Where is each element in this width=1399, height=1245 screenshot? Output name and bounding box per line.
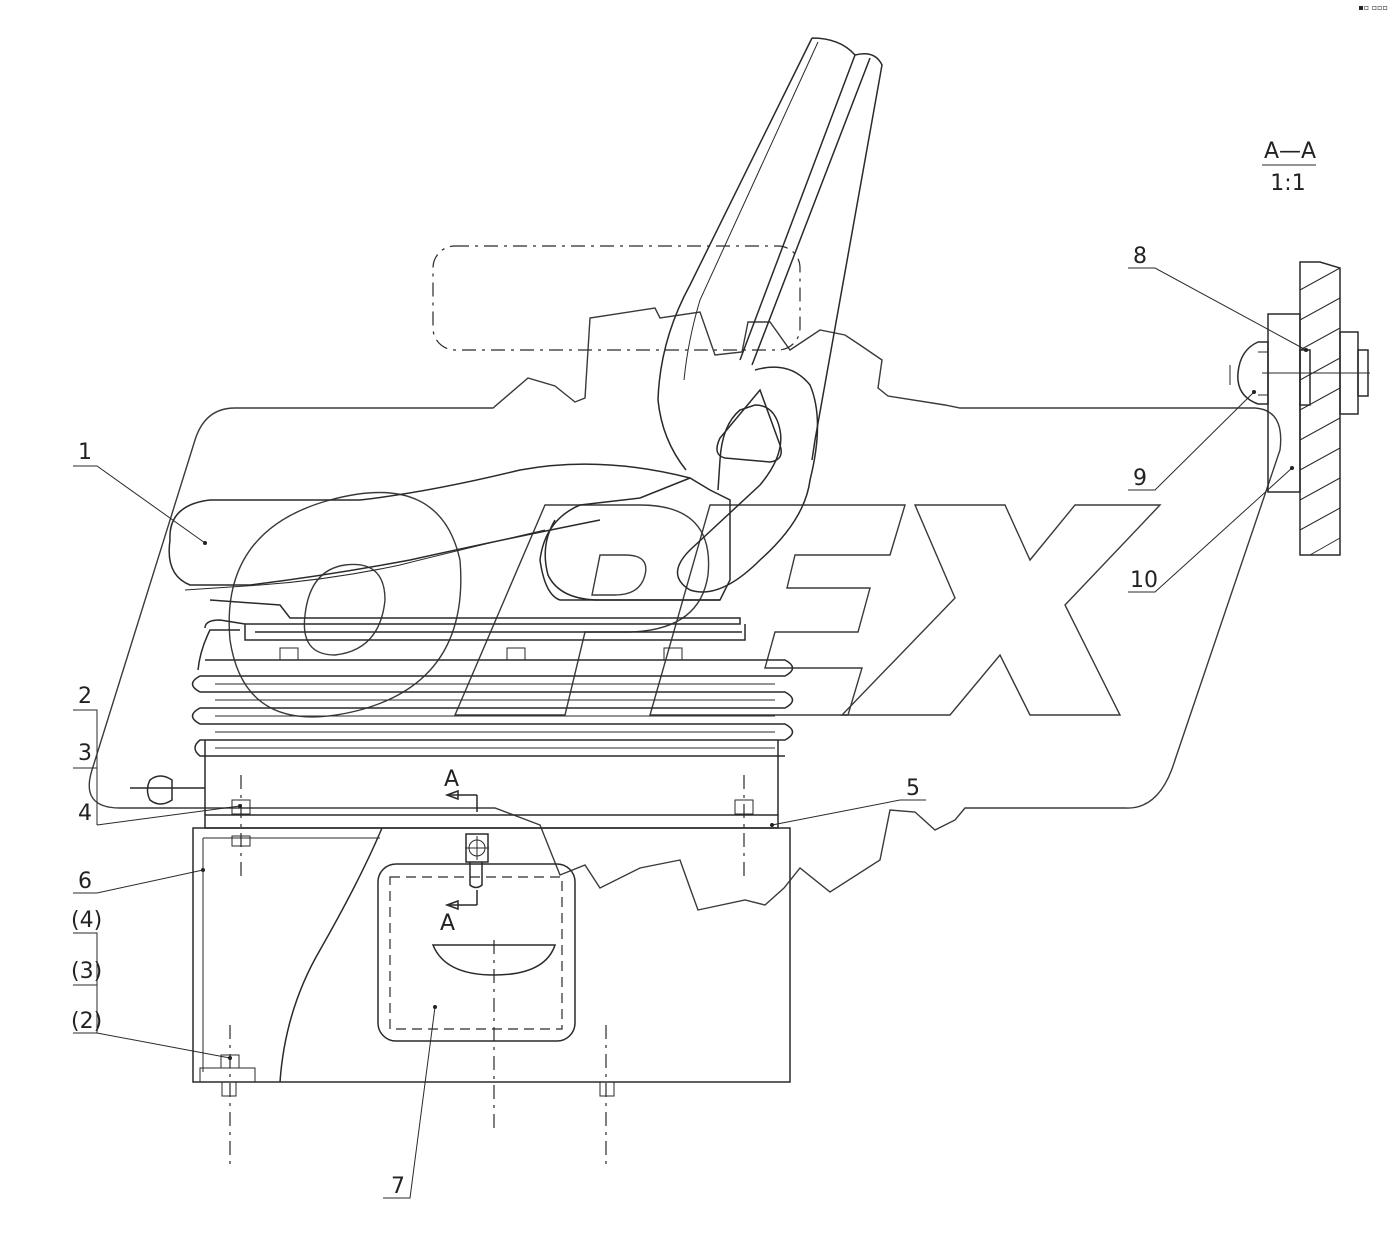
section-letter-top: A xyxy=(444,767,459,792)
section-marker-top: A xyxy=(444,767,478,812)
storage-door xyxy=(377,863,576,1042)
callout-bracket-3: (3) xyxy=(71,959,102,984)
callout-bracket-4: (4) xyxy=(71,908,102,933)
section-view-title: A—A xyxy=(1264,139,1316,164)
callout-3: 3 xyxy=(78,741,92,766)
callout-7: 7 xyxy=(391,1174,405,1199)
callout-8: 8 xyxy=(1133,244,1147,269)
seat-assembly xyxy=(130,37,883,815)
door-lock xyxy=(465,833,489,889)
height-lever xyxy=(130,775,205,805)
callout-6: 6 xyxy=(78,869,92,894)
suspension-bellows xyxy=(191,659,794,757)
callout-1: 1 xyxy=(78,440,92,465)
seat-slide xyxy=(204,599,746,641)
callout-bracket-2: (2) xyxy=(71,1009,102,1034)
armrest-bracket xyxy=(676,366,819,593)
section-letter-bottom: A xyxy=(440,911,455,936)
callout-2: 2 xyxy=(78,684,92,709)
watermark-logo xyxy=(88,307,1282,911)
section-view-aa: A—A 1:1 xyxy=(1229,139,1370,556)
callout-10: 10 xyxy=(1130,568,1158,593)
callout-5: 5 xyxy=(906,776,920,801)
section-marker-bottom: A xyxy=(440,890,478,936)
corner-mark: ▪▫ ▫▫▫ xyxy=(1358,3,1388,12)
callout-4: 4 xyxy=(78,801,92,826)
backrest xyxy=(657,37,883,471)
section-view-scale: 1:1 xyxy=(1270,171,1305,196)
seat-base xyxy=(192,775,791,1170)
callout-labels: 1 2 3 4 5 6 (4) (3) (2) 7 8 9 xyxy=(71,244,1308,1199)
base-box xyxy=(192,827,791,1083)
callout-9: 9 xyxy=(1133,466,1147,491)
headrest-outline xyxy=(432,245,801,351)
